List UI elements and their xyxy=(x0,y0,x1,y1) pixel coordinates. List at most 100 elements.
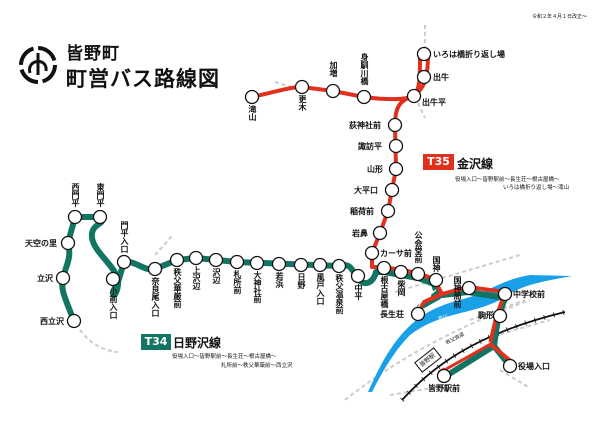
bus-stop-label: 立沢 xyxy=(37,274,53,283)
bus-stop-label: 国神局前 xyxy=(453,276,462,308)
bus-stop-marker xyxy=(331,258,347,274)
bus-stop-label: 奈良尾入口 xyxy=(151,277,160,317)
bus-stop-label: 門平入口 xyxy=(120,221,129,253)
bus-stop-label: 岩鼻 xyxy=(352,229,368,238)
bus-stop-marker xyxy=(416,46,432,62)
bus-stop-marker xyxy=(356,89,372,105)
bus-stop-label: 公会堂前 xyxy=(414,231,423,263)
bus-stop-marker xyxy=(55,270,71,286)
bus-stop-marker xyxy=(497,286,513,302)
bus-stop-marker xyxy=(436,368,452,384)
bus-stop-label: 山形 xyxy=(367,165,383,174)
t34-badge: T34 xyxy=(141,334,171,350)
bus-stop-label: 秩父温泉前 xyxy=(335,274,344,314)
station-building-minano xyxy=(414,347,442,373)
t35-line-name: 金沢線 xyxy=(457,157,494,171)
bus-stop-marker xyxy=(428,272,444,288)
bus-stop-label: 駒形 xyxy=(478,311,494,320)
bus-stop-marker xyxy=(325,83,341,99)
bus-stop-marker xyxy=(67,209,83,225)
bus-stop-label: 上沢辺 xyxy=(192,266,201,290)
bus-stop-marker xyxy=(271,256,287,272)
bus-stop-label: 中学校前 xyxy=(513,290,545,299)
bus-stop-label: 役場入口 xyxy=(518,362,550,371)
bus-stop-label: 荻神社前 xyxy=(349,121,381,130)
bus-stop-label: 大平口 xyxy=(354,186,378,195)
bus-stop-label: 風戸入口 xyxy=(316,273,325,305)
bus-stop-marker xyxy=(410,306,426,322)
bus-stop-label: 滝山 xyxy=(248,105,257,121)
bus-stop-label: 根古屋橋 xyxy=(380,276,389,308)
bus-stop-label: 身馴川橋 xyxy=(360,53,369,85)
bus-stop-label: 秩父華厳前 xyxy=(173,268,182,308)
bus-stop-label: カーサ前 xyxy=(380,249,412,258)
bus-stop-marker xyxy=(380,203,396,219)
bus-stop-marker xyxy=(461,280,477,296)
t35-badge: T35 xyxy=(423,154,454,170)
page-title: 町営バス路線図 xyxy=(66,67,220,91)
bus-stop-label: 中平 xyxy=(354,284,363,300)
bus-stop-marker xyxy=(388,161,404,177)
t34-route-line xyxy=(59,214,513,379)
bus-stop-marker xyxy=(116,254,132,270)
bus-stop-marker xyxy=(492,308,508,324)
river xyxy=(368,275,572,392)
railway xyxy=(400,309,566,402)
t34-line-name: 日野沢線 xyxy=(173,336,222,350)
revision-date: 令和２年４月１日改正～ xyxy=(532,14,588,20)
bus-stop-marker xyxy=(293,257,309,273)
bus-stop-marker xyxy=(229,254,245,270)
bus-stop-label: 出牛平 xyxy=(422,98,446,107)
bus-stop-marker xyxy=(312,257,328,273)
t35-route-desc-1: 役場入口～皆野駅前～長生荘～根古屋橋～ xyxy=(455,177,560,183)
bus-stop-label: 皆野駅前 xyxy=(428,384,460,393)
bus-stop-marker xyxy=(92,209,108,225)
bus-stop-marker xyxy=(244,89,260,105)
bus-stop-label: 諏訪平 xyxy=(358,142,382,151)
bus-stop-label: 札所前 xyxy=(233,270,242,294)
bus-stop-marker xyxy=(393,264,409,280)
bus-stop-label: 西立沢 xyxy=(40,317,64,326)
t34-route-desc-1: 役場入口～皆野駅前～長生荘～根古屋橋～ xyxy=(172,354,277,360)
bus-stop-marker xyxy=(188,250,204,266)
bus-stop-marker xyxy=(364,245,380,261)
bus-stop-label: 加増 xyxy=(329,61,338,77)
t34-route-desc-2: 札所前～秩父華厳前～西立沢 xyxy=(221,363,293,369)
bus-stop-marker xyxy=(66,313,82,329)
bus-stop-label: 小前入口 xyxy=(109,287,118,319)
bus-stop-marker xyxy=(502,358,518,374)
town-logo xyxy=(19,46,57,84)
bus-stop-marker xyxy=(388,138,404,154)
bus-stop-label: 若浜 xyxy=(275,272,284,288)
bus-stop-label: 国神 xyxy=(432,256,441,272)
bus-stop-label: 出牛 xyxy=(433,73,449,82)
bus-stop-label: 稲荷前 xyxy=(350,207,374,216)
bus-stop-label: 東門平 xyxy=(96,183,105,207)
bus-stop-label: 日野 xyxy=(297,273,306,289)
bus-stop-marker xyxy=(376,260,392,276)
bus-stop-label: 長生荘 xyxy=(380,310,404,319)
t35-route-desc-2: いろは橋折り返し場～滝山 xyxy=(503,185,570,191)
bus-stop-label: 更木 xyxy=(298,95,307,111)
bus-stop-marker xyxy=(387,117,403,133)
bus-stop-marker xyxy=(147,261,163,277)
bus-stop-marker xyxy=(372,225,388,241)
bus-stop-label: 柴岡 xyxy=(397,280,406,296)
bus-stop-marker xyxy=(105,271,121,287)
bus-stop-marker xyxy=(406,88,422,104)
bus-stop-marker xyxy=(60,235,76,251)
bus-stop-marker xyxy=(350,268,366,284)
bus-stop-label: 天空の里 xyxy=(25,239,57,248)
bus-stop-marker xyxy=(208,252,224,268)
bus-stop-label: 沢辺 xyxy=(212,268,221,284)
bus-stop-label: 西門平 xyxy=(71,183,80,207)
bus-stop-marker xyxy=(294,79,310,95)
bus-stop-marker xyxy=(169,252,185,268)
bus-stop-marker xyxy=(384,182,400,198)
bus-stop-label: 大神社前 xyxy=(253,271,262,303)
bus-stop-label: いろは橋折り返し場 xyxy=(433,50,505,59)
bus-stop-marker xyxy=(416,69,432,85)
town-name: 皆野町 xyxy=(66,44,120,64)
bus-stop-marker xyxy=(410,266,426,282)
